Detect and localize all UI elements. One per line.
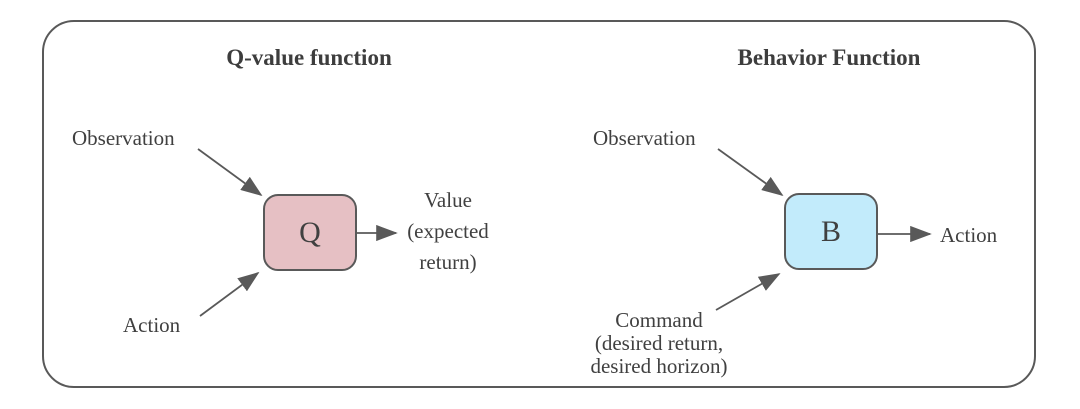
behavior-function-title: Behavior Function	[737, 45, 921, 70]
b-observation-label: Observation	[593, 126, 696, 150]
command-line-1: Command	[615, 308, 703, 332]
value-line-2: (expected	[407, 219, 489, 243]
value-line-3: return)	[419, 250, 477, 274]
command-input-label: Command (desired return, desired horizon…	[559, 309, 759, 378]
b-node-label: B	[820, 214, 841, 248]
value-output-label: Value (expected return)	[387, 185, 509, 278]
b-node: B	[784, 193, 878, 270]
diagram-border-frame	[42, 20, 1036, 388]
command-line-3: desired horizon)	[590, 354, 728, 378]
q-node: Q	[263, 194, 357, 271]
q-value-function-title: Q-value function	[226, 45, 392, 70]
b-action-output-label: Action	[940, 223, 998, 247]
q-observation-label: Observation	[72, 126, 175, 150]
q-node-label: Q	[299, 215, 321, 249]
value-line-1: Value	[424, 188, 472, 212]
q-action-label: Action	[123, 313, 181, 337]
command-line-2: (desired return,	[594, 331, 724, 355]
